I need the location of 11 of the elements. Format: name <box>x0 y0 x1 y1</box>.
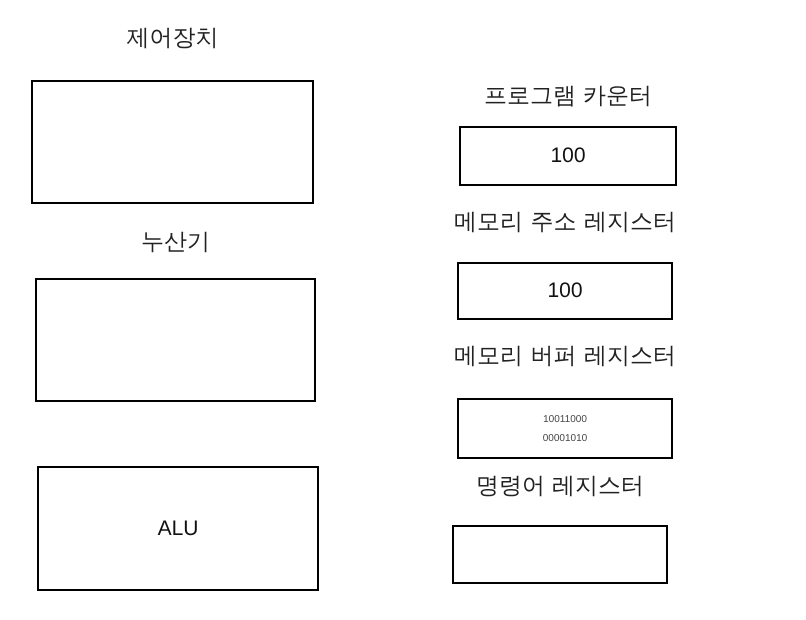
unit-label: 메모리 주소 레지스터 <box>453 208 677 237</box>
value-text: 100 <box>550 144 586 168</box>
unit-label: 누산기 <box>140 228 211 257</box>
unit-label: 메모리 버퍼 레지스터 <box>453 342 677 371</box>
binary-value: 10011000 <box>543 412 587 426</box>
binary-value: 00001010 <box>542 432 588 446</box>
unit-label: 프로그램 카운터 <box>482 82 654 111</box>
unit-label: 제어장치 <box>126 24 220 53</box>
unit-label: 명령어 레지스터 <box>474 472 646 501</box>
value-text: 100 <box>547 279 583 303</box>
value-text: ALU <box>158 516 198 540</box>
